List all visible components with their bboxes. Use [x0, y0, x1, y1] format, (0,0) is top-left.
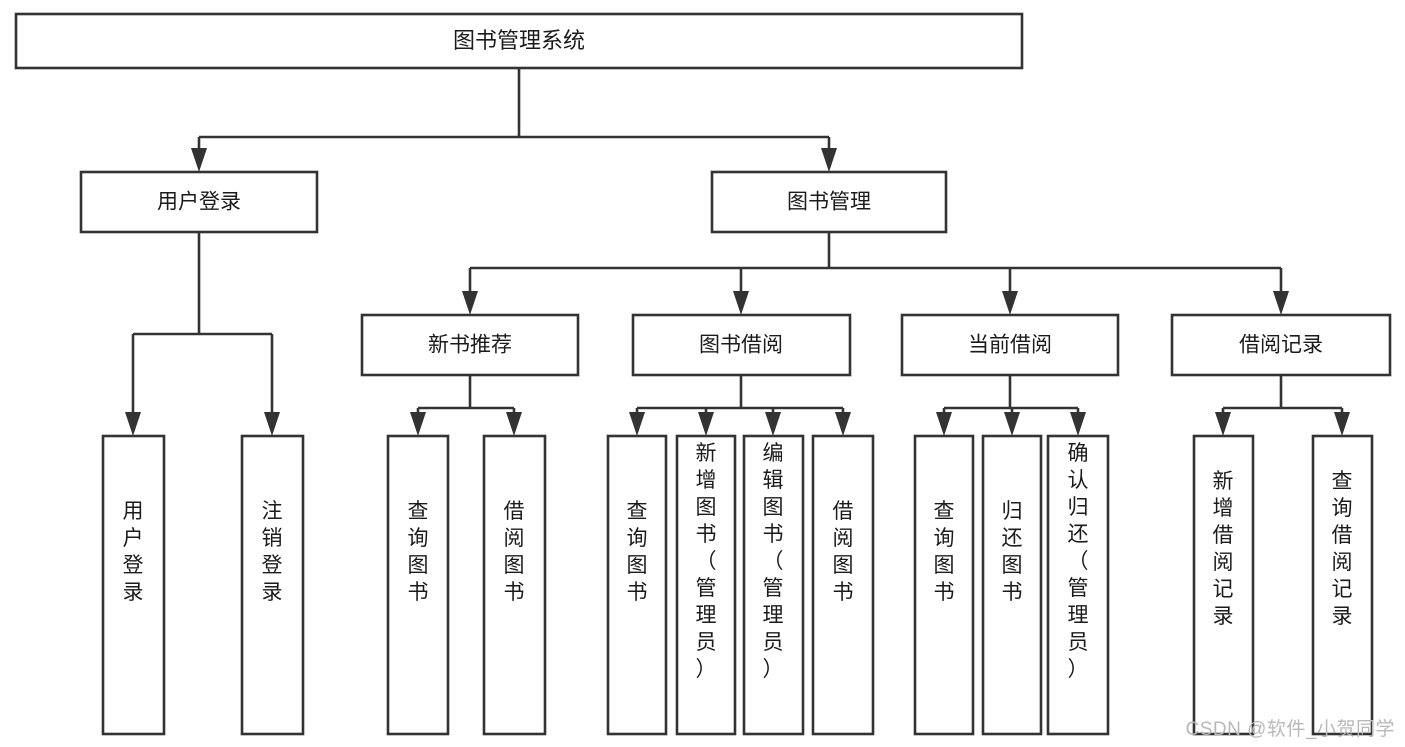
leaf-label: 归还图书	[1002, 500, 1023, 604]
leaf-node[interactable]: 查询图书	[913, 434, 975, 736]
leaf-box[interactable]	[386, 434, 450, 736]
book-borrow-box[interactable]	[631, 313, 852, 377]
leaf-box[interactable]	[1311, 434, 1374, 736]
borrow-records-box[interactable]	[1170, 313, 1392, 377]
user-login-box[interactable]	[79, 170, 319, 234]
arrow-icon-leaf-1	[125, 412, 141, 436]
leaf-label: 查询借阅记录	[1332, 470, 1353, 628]
current-borrow-label: 当前借阅	[968, 334, 1052, 357]
leaf-node[interactable]: 确认归还（管理员）	[1046, 434, 1110, 736]
leaf-box[interactable]	[981, 434, 1043, 736]
arrow-icon-leaf-7	[765, 412, 781, 436]
leaf-node[interactable]: 新增借阅记录	[1192, 434, 1255, 736]
leaf-label: 编辑图书（管理员）	[763, 442, 784, 681]
leaf-label: 新增图书（管理员）	[696, 442, 717, 681]
leaf-node[interactable]: 注销登录	[240, 434, 305, 736]
leaf-node[interactable]: 查询图书	[606, 434, 668, 736]
arrow-icon-leaf-10	[1004, 412, 1020, 436]
arrow-icon-leaf-8	[835, 412, 851, 436]
current-borrow-box[interactable]	[900, 313, 1120, 377]
book-management-box[interactable]	[710, 170, 948, 234]
leaf-label: 注销登录	[262, 500, 283, 604]
leaf-box[interactable]	[1046, 434, 1110, 736]
arrow-icon-leaf-4	[506, 412, 522, 436]
leaf-box[interactable]	[811, 434, 875, 736]
leaf-box[interactable]	[101, 434, 166, 736]
connector-bookmgmt-to-level3	[462, 232, 1289, 315]
book-borrow-label: 图书借阅	[699, 334, 783, 357]
leaf-node[interactable]: 归还图书	[981, 434, 1043, 736]
root-box[interactable]	[14, 12, 1024, 70]
arrow-icon-leaf-11	[1070, 412, 1086, 436]
leaf-label: 确认归还（管理员）	[1068, 442, 1089, 681]
node-book-management[interactable]: 图书管理	[710, 170, 948, 234]
leaf-node[interactable]: 编辑图书（管理员）	[742, 434, 805, 736]
connector-newbook-to-leaves	[410, 375, 522, 436]
arrow-icon-current	[1002, 291, 1018, 315]
leaf-label: 借阅图书	[504, 500, 525, 604]
arrow-icon-leaf-12	[1215, 412, 1231, 436]
leaf-box[interactable]	[482, 434, 547, 736]
arrow-icon-records	[1273, 291, 1289, 315]
connector-borrow-to-leaves	[629, 375, 851, 436]
leaf-label: 查询图书	[934, 500, 955, 604]
book-management-label: 图书管理	[787, 191, 871, 214]
leaf-box[interactable]	[675, 434, 737, 736]
arrow-icon-user-login	[191, 148, 207, 172]
borrow-records-label: 借阅记录	[1239, 334, 1323, 357]
leaf-box[interactable]	[1192, 434, 1255, 736]
arrow-icon-leaf-9	[936, 412, 952, 436]
connector-userlogin-to-leaves	[125, 232, 280, 436]
arrow-icon-leaf-5	[629, 412, 645, 436]
node-root[interactable]: 图书管理系统	[14, 12, 1024, 70]
leaf-nodes-group: 用户登录 注销登录 查询图书 借阅图书 查询图书 新增图书（管理员） 编辑图书（…	[101, 434, 1374, 736]
node-book-borrow[interactable]: 图书借阅	[631, 313, 852, 377]
leaf-label: 查询图书	[408, 500, 429, 604]
leaf-node[interactable]: 新增图书（管理员）	[675, 434, 737, 736]
leaf-node[interactable]: 借阅图书	[482, 434, 547, 736]
arrow-icon-leaf-2	[264, 412, 280, 436]
leaf-box[interactable]	[606, 434, 668, 736]
leaf-label: 用户登录	[123, 500, 144, 604]
connector-records-to-leaves	[1215, 375, 1350, 436]
leaf-box[interactable]	[742, 434, 805, 736]
leaf-label: 新增借阅记录	[1213, 470, 1234, 628]
connector-current-to-leaves	[936, 375, 1086, 436]
arrow-icon-newbook	[462, 291, 478, 315]
new-book-recommend-label: 新书推荐	[428, 334, 512, 357]
new-book-recommend-box[interactable]	[360, 313, 580, 377]
arrow-icon-leaf-13	[1334, 412, 1350, 436]
leaf-box[interactable]	[240, 434, 305, 736]
arrow-icon-leaf-6	[698, 412, 714, 436]
arrow-icon-book-mgmt	[821, 148, 837, 172]
root-label: 图书管理系统	[453, 28, 585, 53]
leaf-node[interactable]: 用户登录	[101, 434, 166, 736]
connector-root-to-level2	[191, 68, 837, 172]
leaf-node[interactable]: 查询图书	[386, 434, 450, 736]
arrow-icon-borrow	[733, 291, 749, 315]
leaf-box[interactable]	[913, 434, 975, 736]
user-login-label: 用户登录	[157, 191, 241, 214]
leaf-label: 借阅图书	[833, 500, 854, 604]
node-borrow-records[interactable]: 借阅记录	[1170, 313, 1392, 377]
node-new-book-recommend[interactable]: 新书推荐	[360, 313, 580, 377]
leaf-node[interactable]: 借阅图书	[811, 434, 875, 736]
node-user-login[interactable]: 用户登录	[79, 170, 319, 234]
node-current-borrow[interactable]: 当前借阅	[900, 313, 1120, 377]
leaf-label: 查询图书	[627, 500, 648, 604]
leaf-node[interactable]: 查询借阅记录	[1311, 434, 1374, 736]
arrow-icon-leaf-3	[410, 412, 426, 436]
